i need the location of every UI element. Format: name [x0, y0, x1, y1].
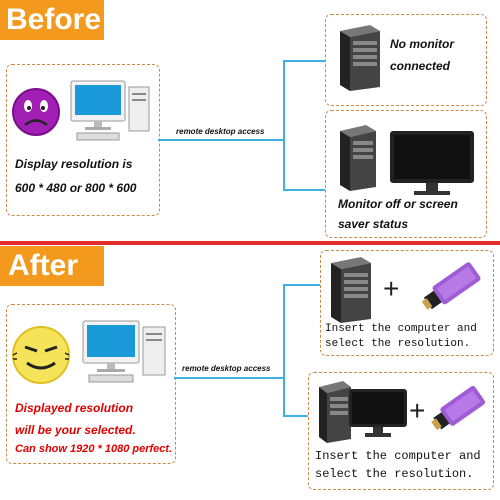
before-monitor-off-panel: Monitor off or screen saver status — [325, 110, 487, 238]
plus-icon: + — [383, 273, 400, 304]
before-connector-bottom — [283, 189, 325, 191]
before-no-monitor-panel: No monitor connected — [325, 14, 487, 106]
monitor-off-text-1: Monitor off or screen — [338, 197, 458, 211]
before-connector-line — [158, 139, 284, 141]
desktop-computer-icon — [70, 80, 150, 141]
before-banner-label: Before — [6, 3, 102, 36]
after-resolution-text-1: Displayed resolution — [15, 401, 134, 415]
before-banner: Before — [0, 0, 104, 40]
after-insert-panel-bottom: + Insert the computer and select the res… — [308, 372, 494, 490]
after-banner: After — [0, 246, 104, 286]
after-connector-top — [283, 284, 325, 286]
server-tower-icon — [319, 381, 351, 443]
after-resolution-text-2: will be your selected. — [15, 423, 136, 437]
after-insert-text-top-1: Insert the computer and — [325, 323, 477, 335]
after-insert-text-top-2: select the resolution. — [325, 338, 471, 350]
before-connector-top — [283, 60, 325, 62]
server-tower-icon — [340, 125, 376, 191]
happy-face-icon — [12, 326, 70, 384]
after-connector-label: remote desktop access — [182, 364, 271, 373]
after-resolution-text-3: Can show 1920 * 1080 perfect. — [15, 443, 173, 455]
section-divider — [0, 241, 500, 245]
after-insert-text-bottom-1: Insert the computer and — [315, 449, 481, 463]
after-connector-bottom — [283, 415, 311, 417]
plus-icon: + — [409, 395, 426, 426]
before-source-panel: Display resolution is 600 * 480 or 800 *… — [6, 64, 160, 216]
black-monitor-icon — [349, 389, 407, 437]
sad-face-icon — [12, 88, 60, 136]
after-connector-line — [174, 377, 284, 379]
server-tower-icon — [331, 257, 371, 323]
no-monitor-text-1: No monitor — [390, 37, 454, 51]
before-connector-vertical — [283, 60, 285, 190]
no-monitor-text-2: connected — [390, 59, 451, 73]
before-resolution-text-2: 600 * 480 or 800 * 600 — [15, 181, 137, 195]
before-resolution-text-1: Display resolution is — [15, 157, 133, 171]
monitor-off-text-2: saver status — [338, 217, 409, 231]
after-banner-label: After — [8, 249, 79, 282]
hdmi-dongle-icon — [421, 262, 481, 310]
desktop-computer-icon — [82, 320, 166, 383]
black-monitor-icon — [390, 131, 474, 195]
server-tower-icon — [340, 25, 380, 91]
before-connector-label: remote desktop access — [176, 127, 265, 136]
after-connector-vertical — [283, 284, 285, 416]
after-source-panel: Displayed resolution will be your select… — [6, 304, 176, 464]
after-insert-panel-top: + Insert the computer and select the res… — [320, 250, 494, 356]
after-insert-text-bottom-2: select the resolution. — [315, 467, 474, 481]
hdmi-dongle-icon — [431, 386, 486, 431]
